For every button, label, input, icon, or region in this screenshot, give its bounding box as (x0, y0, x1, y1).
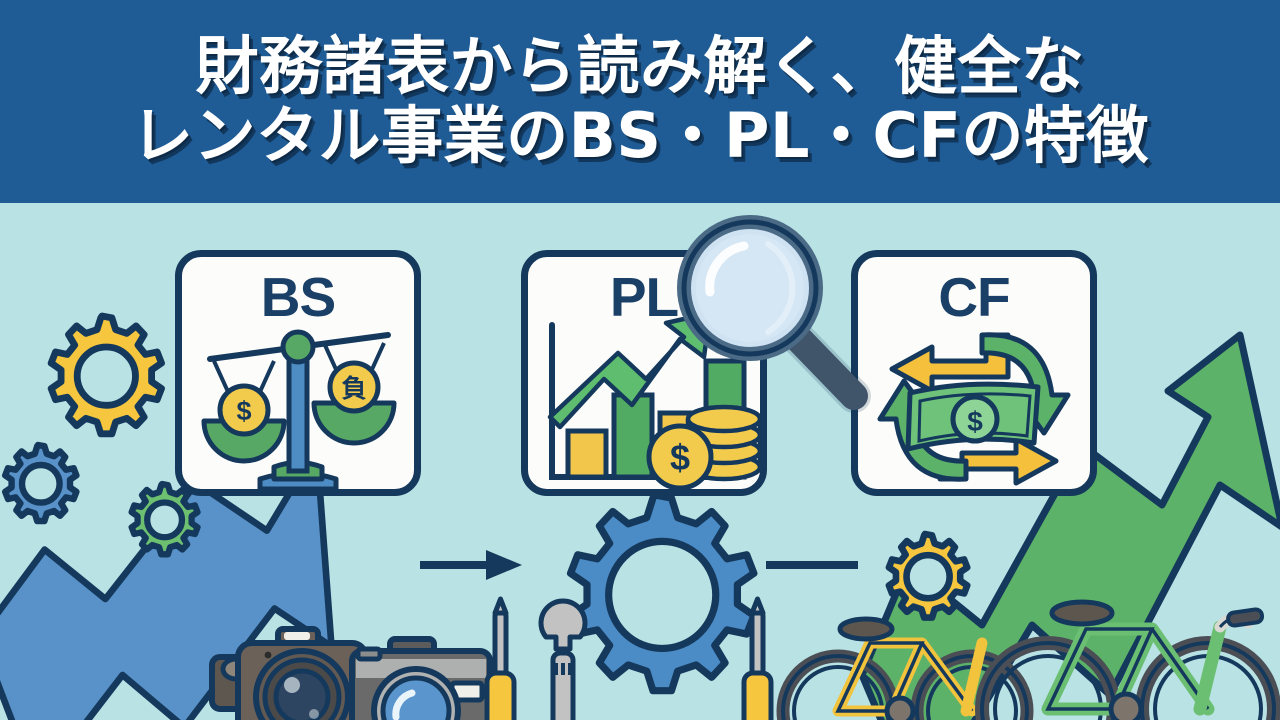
bar-1 (565, 428, 609, 480)
bicycle-green-icon (975, 599, 1280, 720)
title-line-1: 財務諸表から読み解く、健全な (195, 30, 1085, 104)
gear-blue-small-icon (5, 445, 76, 521)
flow-arrow-upper-right (979, 332, 1071, 436)
balance-scale-icon: $ 負 (201, 329, 397, 492)
flow-arrow-lower-left (877, 378, 969, 482)
screwdriver-right-icon (741, 596, 774, 720)
card-bs[interactable]: BS $ 負 (175, 250, 421, 496)
page-title: 財務諸表から読み解く、健全な レンタル事業のBS・PL・CFの特徴 (0, 0, 1280, 203)
camera-compact-icon (349, 636, 493, 720)
banknote-icon: $ (905, 381, 1041, 452)
bar-chart-growth-icon: $ (547, 317, 760, 491)
bicycle-yellow-icon (776, 616, 1034, 720)
connector-arrow-pl-to-cf (766, 561, 858, 569)
magnifying-glass-icon (677, 215, 871, 413)
gear-yellow-large-icon (51, 316, 161, 434)
coin-dollar-symbol: $ (670, 437, 690, 478)
gear-blue-large-icon (571, 495, 754, 691)
title-line-2: レンタル事業のBS・PL・CFの特徴 (131, 99, 1149, 173)
illustration-stage: BS $ 負 PL (0, 203, 1280, 720)
background-decoration-group (0, 203, 1280, 720)
bs-right-pan-symbol: 負 (341, 374, 366, 403)
card-bs-label: BS (260, 266, 336, 328)
camera-dslr-icon (209, 626, 369, 720)
header-band: 財務諸表から読み解く、健全な レンタル事業のBS・PL・CFの特徴 (0, 0, 1280, 203)
card-cf[interactable]: CF $ (851, 250, 1097, 496)
wrench-icon (538, 598, 588, 720)
coin-front-icon (646, 423, 714, 491)
gear-yellow-small-icon (889, 534, 967, 618)
connector-arrow-bs-to-pl (420, 550, 522, 580)
gear-green-small-icon (132, 484, 198, 554)
card-cf-label: CF (938, 266, 1010, 328)
cash-flow-cycle-icon: $ (877, 332, 1071, 486)
bar-2 (611, 392, 655, 480)
bs-left-pan-symbol: $ (236, 396, 251, 426)
banknote-dollar-symbol: $ (967, 406, 983, 437)
card-pl-label: PL (609, 266, 679, 328)
screwdriver-left-icon (484, 596, 517, 720)
